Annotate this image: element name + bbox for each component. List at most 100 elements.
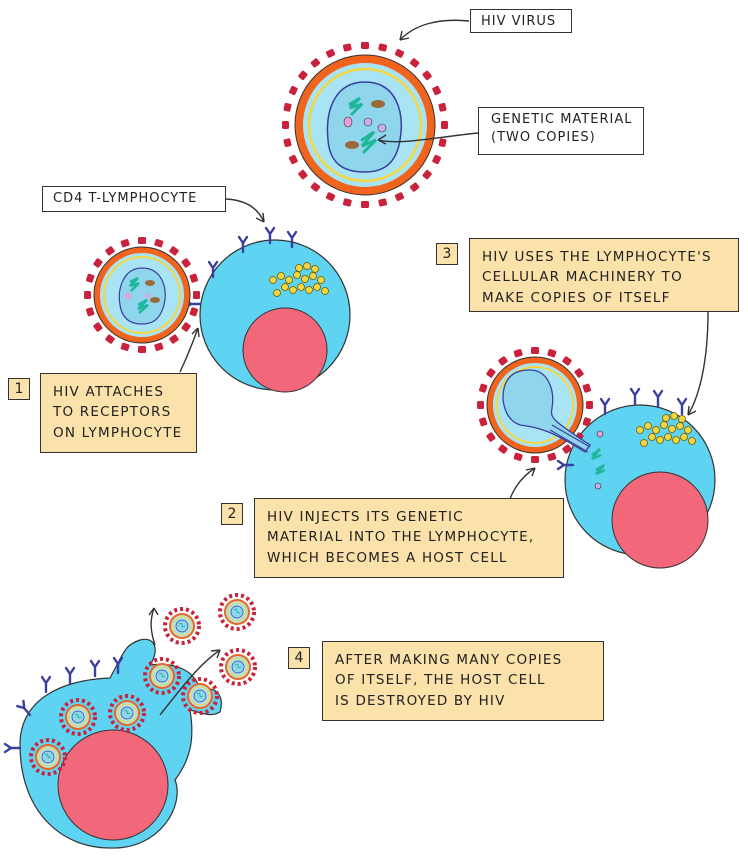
- envelope-spike: [189, 273, 199, 284]
- envelope-spike: [485, 431, 497, 443]
- hiv-virus-tag: HIV VIRUS: [470, 9, 572, 33]
- envelope-spike: [153, 342, 164, 352]
- envelope-spike: [288, 85, 299, 96]
- envelope-spike: [409, 57, 420, 69]
- host-cell-infected: [556, 387, 716, 569]
- envelope-spike: [531, 456, 539, 463]
- envelope-spike: [378, 198, 388, 207]
- hiv-virus-large: [282, 42, 448, 208]
- hiv-virus-label: HIV VIRUS: [481, 14, 557, 29]
- step-2-line-1: HIV INJECTS ITS GENETIC: [267, 509, 464, 525]
- envelope-spike: [497, 443, 509, 455]
- envelope-spike: [573, 367, 585, 379]
- envelope-spike: [138, 237, 146, 244]
- envelope-spike: [513, 452, 524, 462]
- envelope-spike: [84, 291, 91, 299]
- envelope-spike: [421, 169, 433, 180]
- step-4-line-3: IS DESTROYED BY HIV: [335, 692, 506, 709]
- envelope-spike: [438, 102, 447, 112]
- step-2-box: HIV INJECTS ITS GENETIC MATERIAL INTO TH…: [254, 498, 564, 578]
- envelope-spike: [477, 401, 484, 409]
- envelope-spike: [310, 57, 321, 69]
- envelope-spike: [361, 201, 369, 208]
- envelope-spike: [561, 355, 573, 367]
- host-cell-bursting: [3, 638, 222, 849]
- envelope-spike: [104, 333, 116, 345]
- envelope-spike: [168, 245, 180, 257]
- envelope-spike: [120, 238, 131, 248]
- envelope-spike: [531, 347, 539, 354]
- envelope-spike: [438, 138, 447, 148]
- envelope-spike: [431, 154, 442, 165]
- cd4-lymphocyte-cell-1: [183, 226, 351, 393]
- envelope-spike: [297, 169, 309, 180]
- envelope-spike: [92, 257, 104, 269]
- envelope-spike: [342, 43, 352, 52]
- envelope-spike: [310, 181, 321, 193]
- envelope-spike: [180, 257, 192, 269]
- rna-strand: [360, 130, 378, 154]
- step-1-number: 1: [8, 378, 30, 400]
- step-2-line-2: MATERIAL INTO THE LYMPHOCYTE,: [267, 529, 535, 546]
- envelope-spike: [325, 48, 336, 59]
- step-3-line-2: CELLULAR MACHINERY TO: [482, 269, 683, 286]
- step-1-line-1: HIV ATTACHES: [53, 384, 165, 400]
- envelope-spike: [180, 321, 192, 333]
- envelope-spike: [342, 198, 352, 207]
- envelope-spike: [297, 70, 309, 81]
- envelope-spike: [283, 102, 292, 112]
- step-1-line-3: ON LYMPHOCYTE: [53, 424, 183, 441]
- cd4-label: CD4 T-LYMPHOCYTE: [53, 191, 198, 206]
- envelope-spike: [582, 383, 592, 394]
- envelope-spike: [513, 348, 524, 358]
- step-1-line-2: TO RECEPTORS: [53, 404, 172, 421]
- envelope-spike: [431, 85, 442, 96]
- genetic-material-label: GENETIC MATERIAL: [491, 112, 633, 127]
- cd4-tag: CD4 T-LYMPHOCYTE: [42, 186, 226, 212]
- step-3-line-3: MAKE COPIES OF ITSELF: [482, 289, 671, 306]
- envelope-spike: [85, 306, 95, 317]
- genetic-material-tag: GENETIC MATERIAL (TWO COPIES): [478, 107, 644, 155]
- envelope-spike: [288, 154, 299, 165]
- envelope-spike: [478, 383, 488, 394]
- envelope-spike: [153, 238, 164, 248]
- envelope-spike: [394, 48, 405, 59]
- hiv-virus-attaching: [84, 237, 200, 353]
- envelope-spike: [120, 342, 131, 352]
- envelope-spike: [485, 367, 497, 379]
- step-4-line-1: AFTER MAKING MANY COPIES: [335, 652, 563, 668]
- envelope-spike: [394, 191, 405, 202]
- envelope-spike: [378, 43, 388, 52]
- envelope-spike: [283, 138, 292, 148]
- envelope-spike: [104, 245, 116, 257]
- envelope-spike: [325, 191, 336, 202]
- step-2-number: 2: [221, 503, 243, 525]
- envelope-spike: [282, 121, 289, 129]
- step-1-box: HIV ATTACHES TO RECEPTORS ON LYMPHOCYTE: [40, 373, 197, 453]
- envelope-spike: [421, 70, 433, 81]
- step-4-box: AFTER MAKING MANY COPIES OF ITSELF, THE …: [322, 641, 604, 721]
- step-3-line-1: HIV USES THE LYMPHOCYTE'S: [482, 249, 712, 265]
- protein-cluster: [269, 262, 329, 297]
- genetic-material-sublabel: (TWO COPIES): [491, 130, 596, 146]
- envelope-spike: [497, 355, 509, 367]
- envelope-spike: [546, 452, 557, 462]
- step-3-number: 3: [436, 243, 458, 265]
- step-2-line-3: WHICH BECOMES A HOST CELL: [267, 549, 508, 566]
- capsid: [326, 81, 402, 173]
- envelope-spike: [586, 401, 593, 409]
- step-3-box: HIV USES THE LYMPHOCYTE'S CELLULAR MACHI…: [469, 238, 739, 312]
- envelope-spike: [92, 321, 104, 333]
- envelope-spike: [193, 291, 200, 299]
- rna-strand: [348, 96, 364, 116]
- step-4-number: 4: [288, 647, 310, 669]
- envelope-spike: [138, 346, 146, 353]
- envelope-spike: [409, 181, 420, 193]
- envelope-spike: [546, 348, 557, 358]
- envelope-spike: [189, 306, 199, 317]
- envelope-spike: [441, 121, 448, 129]
- envelope-spike: [85, 273, 95, 284]
- envelope-spike: [361, 42, 369, 49]
- protein-cluster: [636, 412, 696, 447]
